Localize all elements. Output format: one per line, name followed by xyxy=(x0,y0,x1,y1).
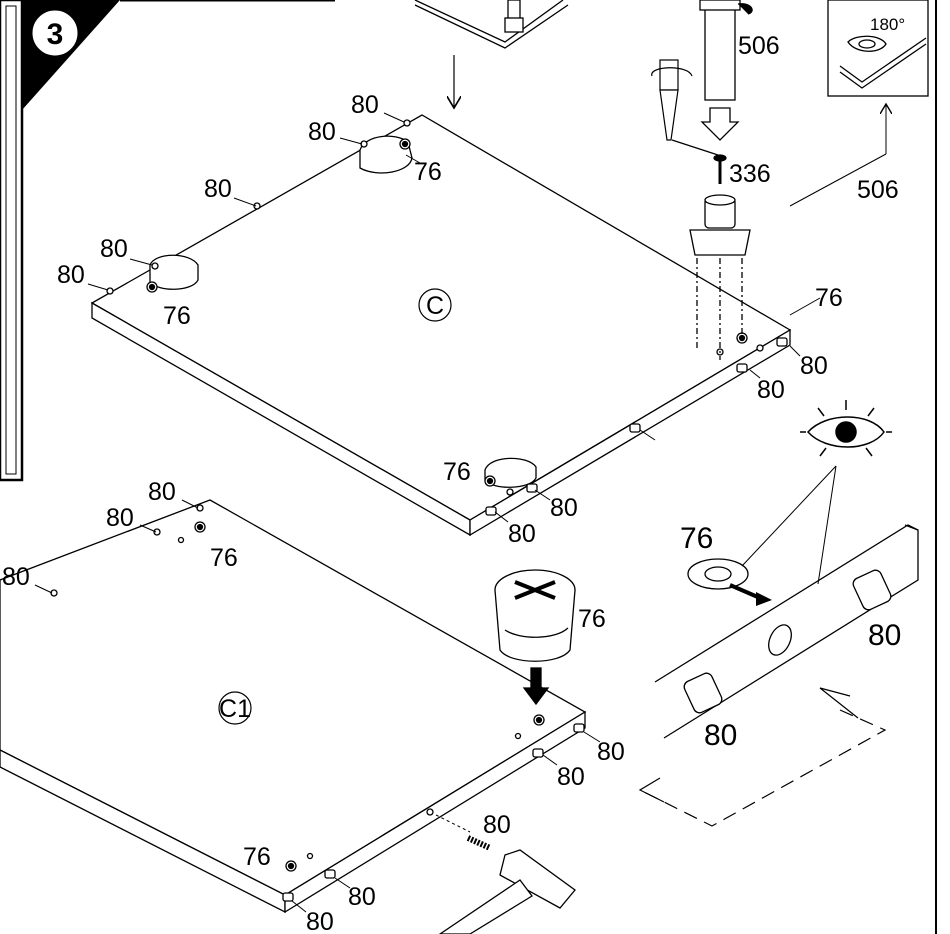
label-80: 80 xyxy=(2,563,30,591)
inset-leader xyxy=(789,153,887,207)
label-76: 76 xyxy=(680,522,713,555)
rotation-arrowhead-bottom xyxy=(638,777,665,803)
label-80: 80 xyxy=(800,352,828,380)
cam-lock-fitting xyxy=(494,569,576,706)
panel-c-label: C xyxy=(426,292,444,320)
previous-step-fragment xyxy=(414,0,569,49)
leader-lines-c xyxy=(87,112,821,523)
screwdriver-bit xyxy=(651,59,719,156)
dowel-pin xyxy=(466,835,492,851)
direction-arrowhead xyxy=(756,592,772,606)
hammer xyxy=(438,849,576,934)
label-80: 80 xyxy=(100,235,128,263)
step-badge: 3 xyxy=(22,0,335,110)
label-80: 80 xyxy=(550,494,578,522)
label-506: 506 xyxy=(738,32,780,60)
panel-c1-label: C1 xyxy=(219,695,251,723)
label-80: 80 xyxy=(148,478,176,506)
inset-rotation-label: 180° xyxy=(870,15,905,34)
label-80: 80 xyxy=(868,619,901,652)
eye-icon xyxy=(800,400,892,457)
label-80: 80 xyxy=(597,738,625,766)
label-80: 80 xyxy=(348,883,376,911)
rotation-arrowhead-top xyxy=(819,687,859,719)
step-number: 3 xyxy=(47,18,64,51)
screw-336 xyxy=(713,154,727,184)
label-76: 76 xyxy=(443,458,471,486)
label-80: 80 xyxy=(57,261,85,289)
leader-lines-c1 xyxy=(34,499,601,913)
label-76: 76 xyxy=(578,605,606,633)
label-80: 80 xyxy=(351,91,379,119)
screwdriver-tool xyxy=(699,0,753,141)
label-80: 80 xyxy=(757,376,785,404)
panel-c1-circle xyxy=(218,691,252,725)
label-80: 80 xyxy=(483,811,511,839)
label-80: 80 xyxy=(204,175,232,203)
label-336: 336 xyxy=(729,160,771,188)
label-76: 76 xyxy=(815,284,843,312)
label-80: 80 xyxy=(308,118,336,146)
label-506: 506 xyxy=(857,176,899,204)
inset-view xyxy=(827,0,929,97)
detail-view xyxy=(654,524,919,739)
label-80: 80 xyxy=(704,719,737,752)
left-frame-box xyxy=(0,0,24,482)
label-76: 76 xyxy=(414,158,442,186)
left-frame-inner xyxy=(5,5,17,475)
label-80: 80 xyxy=(106,504,134,532)
label-80: 80 xyxy=(306,908,334,934)
panel-c-circle xyxy=(418,288,452,322)
direction-arrow xyxy=(729,583,761,600)
label-80: 80 xyxy=(557,763,585,791)
label-76: 76 xyxy=(163,302,191,330)
label-76: 76 xyxy=(243,843,271,871)
label-80: 80 xyxy=(508,520,536,548)
panel-c1 xyxy=(0,499,587,914)
label-76: 76 xyxy=(210,544,238,572)
rotation-arrow xyxy=(639,709,887,827)
eye-leaders xyxy=(741,465,837,585)
mounting-bracket xyxy=(689,194,751,360)
